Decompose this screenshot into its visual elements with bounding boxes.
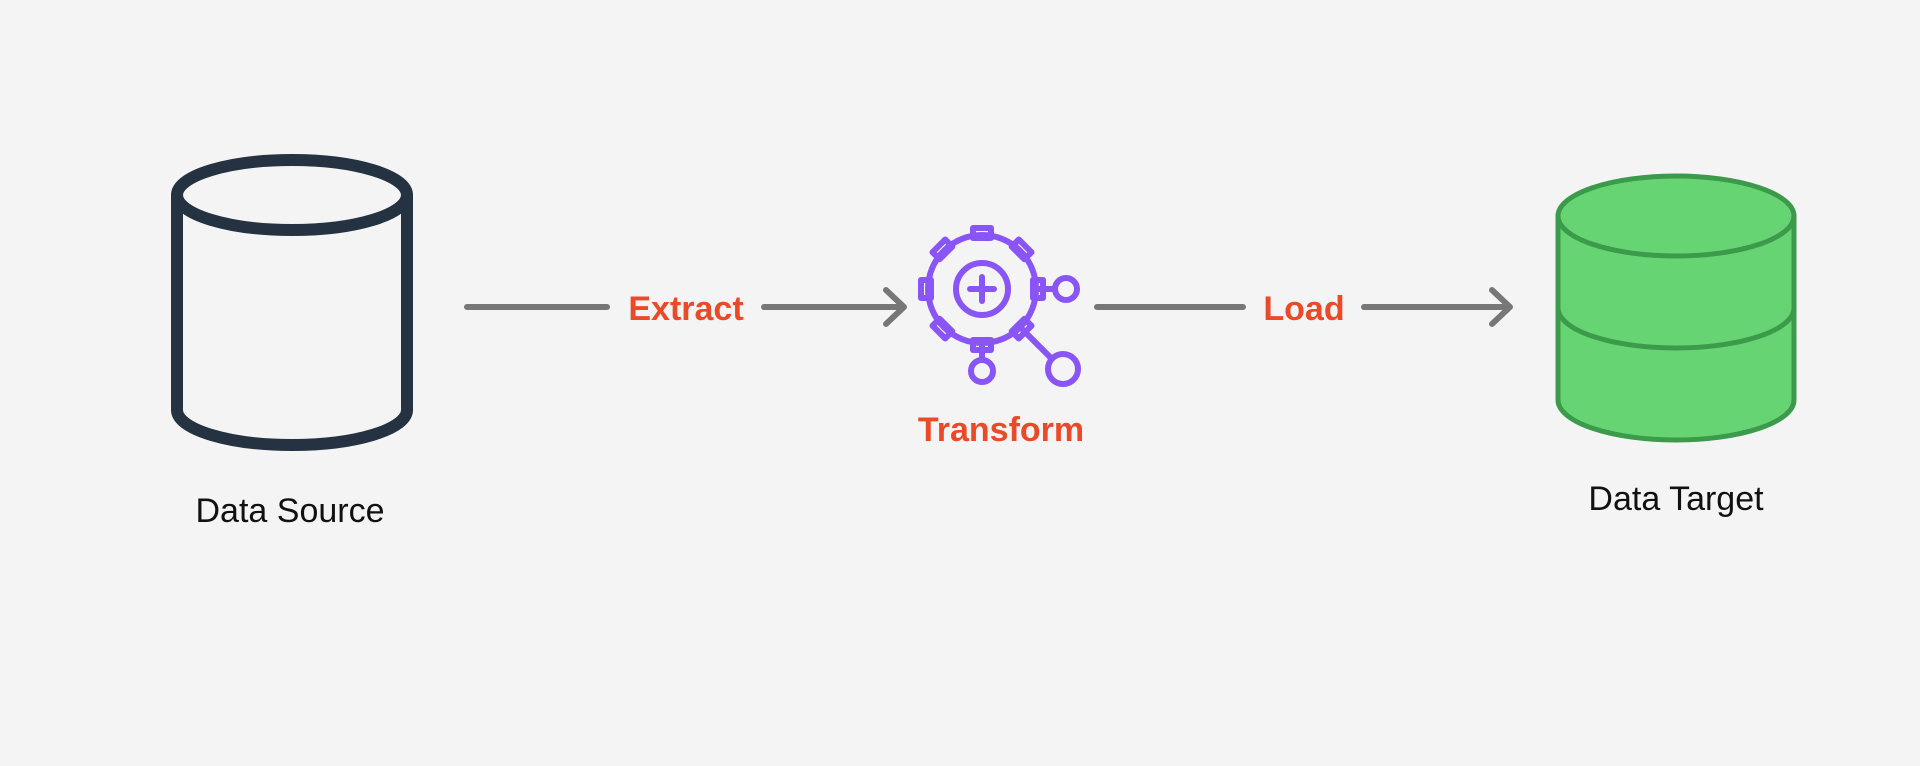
gear-network-icon bbox=[918, 225, 1081, 387]
database-filled-icon bbox=[1555, 173, 1797, 443]
data-target-node: Data Target bbox=[1555, 173, 1797, 518]
database-outline-icon bbox=[171, 154, 413, 451]
load-edge: Load bbox=[1094, 287, 1513, 328]
data-source-label: Data Source bbox=[196, 492, 385, 530]
load-label: Load bbox=[1263, 290, 1344, 328]
gear-teeth bbox=[918, 225, 1046, 353]
transform-node: Transform bbox=[918, 225, 1084, 449]
extract-arrowhead bbox=[883, 287, 907, 327]
extract-edge: Extract bbox=[464, 287, 907, 328]
extract-label: Extract bbox=[628, 290, 743, 328]
data-target-label: Data Target bbox=[1588, 480, 1764, 518]
data-source-node: Data Source bbox=[171, 154, 413, 530]
load-arrowhead bbox=[1489, 287, 1513, 327]
transform-label: Transform bbox=[918, 411, 1084, 449]
